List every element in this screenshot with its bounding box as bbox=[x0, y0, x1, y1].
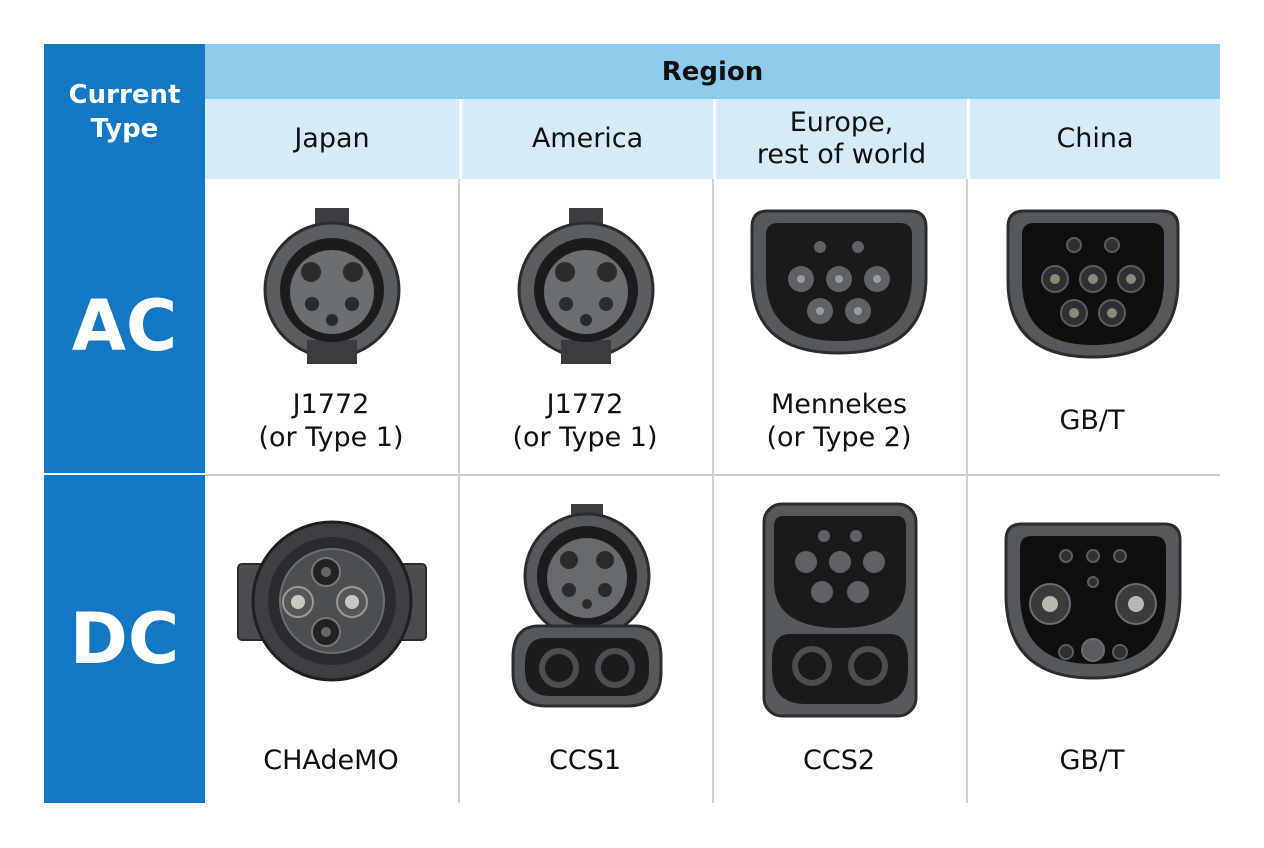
j1772-connector-icon bbox=[517, 208, 655, 364]
gbt-ac-connector-icon bbox=[1006, 209, 1180, 359]
row-label-dc: DC bbox=[44, 475, 205, 803]
region-japan: Japan bbox=[205, 99, 459, 179]
connector-label: J1772 (or Type 1) bbox=[512, 389, 658, 453]
type2-connector-icon bbox=[750, 209, 928, 355]
region-europe-label: Europe, rest of world bbox=[756, 107, 927, 170]
j1772-connector-icon bbox=[263, 208, 401, 364]
grid-divider bbox=[458, 179, 460, 803]
gbt-dc-connector-icon bbox=[1004, 522, 1182, 680]
connector-label: CCS2 bbox=[802, 745, 876, 776]
region-china: China bbox=[967, 99, 1220, 179]
grid-divider bbox=[205, 474, 1220, 476]
connector-label: J1772 (or Type 1) bbox=[258, 389, 404, 453]
region-europe: Europe, rest of world bbox=[713, 99, 967, 179]
grid-divider bbox=[712, 179, 714, 803]
region-america-label: America bbox=[531, 123, 644, 154]
region-header: Region bbox=[205, 44, 1220, 99]
region-america: America bbox=[459, 99, 713, 179]
current-type-label: Current Type bbox=[68, 79, 181, 144]
connector-label: CHAdeMO bbox=[263, 745, 399, 776]
chademo-connector-icon bbox=[237, 520, 427, 682]
connector-label: GB/T bbox=[1059, 745, 1125, 776]
region-label: Region bbox=[661, 56, 764, 87]
ccs1-connector-icon bbox=[511, 504, 663, 708]
current-type-header: Current Type bbox=[44, 44, 205, 179]
connector-label: Mennekes (or Type 2) bbox=[766, 389, 912, 453]
region-china-label: China bbox=[1056, 123, 1134, 154]
grid-divider bbox=[966, 179, 968, 803]
connector-label: GB/T bbox=[1059, 405, 1125, 436]
ccs2-connector-icon bbox=[762, 502, 918, 718]
region-japan-label: Japan bbox=[294, 123, 370, 154]
row-label-ac: AC bbox=[44, 179, 205, 475]
connector-label: CCS1 bbox=[548, 745, 622, 776]
